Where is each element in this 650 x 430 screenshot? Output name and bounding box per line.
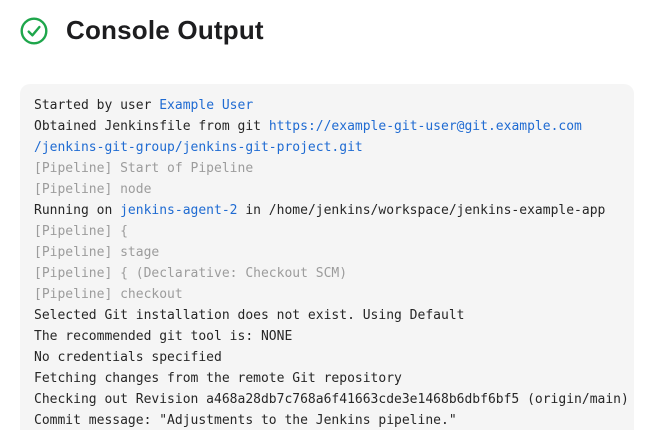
page-title: Console Output: [66, 15, 264, 45]
console-line: Obtained Jenkinsfile from git https://ex…: [34, 116, 620, 137]
console-text: Fetching changes from the remote Git rep…: [34, 371, 402, 386]
console-line: [Pipeline] node: [34, 179, 620, 200]
console-line: /jenkins-git-group/jenkins-git-project.g…: [34, 137, 620, 158]
console-line: [Pipeline] {: [34, 221, 620, 242]
console-muted-text: [Pipeline] checkout: [34, 287, 183, 302]
console-line: Started by user Example User: [34, 95, 620, 116]
console-line: Checking out Revision a468a28db7c768a6f4…: [34, 389, 629, 410]
console-text: The recommended git tool is: NONE: [34, 329, 293, 344]
console-line: The recommended git tool is: NONE: [34, 326, 620, 347]
console-muted-text: [Pipeline] node: [34, 182, 152, 197]
console-text: Running on: [34, 203, 121, 218]
console-text: Selected Git installation does not exist…: [34, 308, 465, 323]
console-muted-text: [Pipeline] {: [34, 224, 128, 239]
console-line: [Pipeline] Start of Pipeline: [34, 158, 620, 179]
console-link[interactable]: jenkins-agent-2: [120, 203, 238, 218]
console-text: Commit message: "Adjustments to the Jenk…: [34, 413, 457, 428]
console-text: Started by user: [34, 98, 160, 113]
console-muted-text: [Pipeline] stage: [34, 245, 160, 260]
console-line: No credentials specified: [34, 347, 620, 368]
success-check-icon: [20, 16, 48, 45]
console-text: Checking out Revision a468a28db7c768a6f4…: [34, 392, 629, 407]
page-header: Console Output: [20, 15, 264, 46]
console-line: Running on jenkins-agent-2 in /home/jenk…: [34, 200, 620, 221]
console-link[interactable]: Example User: [159, 98, 254, 113]
console-line: Fetching changes from the remote Git rep…: [34, 368, 620, 389]
console-muted-text: [Pipeline] { (Declarative: Checkout SCM): [34, 266, 348, 281]
console-link[interactable]: /jenkins-git-group/jenkins-git-project.g…: [34, 140, 363, 155]
console-text: in /home/jenkins/workspace/jenkins-examp…: [237, 203, 606, 218]
console-line: Commit message: "Adjustments to the Jenk…: [34, 410, 620, 430]
console-text: No credentials specified: [34, 350, 222, 365]
console-text: Obtained Jenkinsfile from git: [34, 119, 269, 134]
console-link[interactable]: https://example-git-user@git.example.com: [268, 119, 582, 134]
console-muted-text: [Pipeline] Start of Pipeline: [34, 161, 254, 176]
console-line: [Pipeline] stage: [34, 242, 620, 263]
console-line: Selected Git installation does not exist…: [34, 305, 620, 326]
console-line: [Pipeline] { (Declarative: Checkout SCM): [34, 263, 620, 284]
console-line: [Pipeline] checkout: [34, 284, 620, 305]
